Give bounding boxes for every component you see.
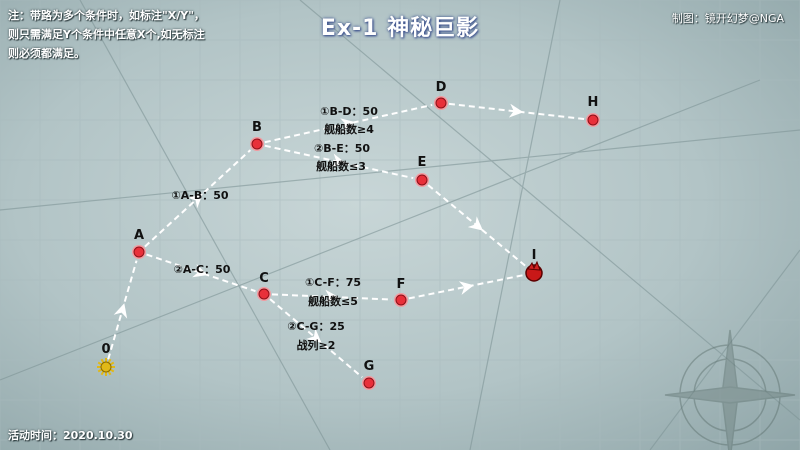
route-e-i: [427, 184, 528, 269]
node-g[interactable]: G: [362, 359, 376, 390]
node-marker: [258, 288, 270, 300]
note-line: 则只需满足Y个条件中任意X个,如无标注: [8, 28, 205, 41]
route-condition-a-b: ①A-B：50: [171, 189, 228, 202]
node-label: D: [436, 80, 447, 95]
route-a-b: [144, 149, 252, 248]
node-label: E: [418, 155, 427, 170]
route-b-d: [264, 103, 433, 144]
node-label: H: [588, 95, 599, 110]
node-marker: [435, 97, 447, 109]
route-d-h: [448, 102, 585, 120]
node-marker: [416, 174, 428, 186]
node-c[interactable]: C: [257, 271, 271, 301]
route-condition-b-d: 舰船数≥4: [324, 122, 374, 136]
node-a[interactable]: A: [132, 228, 146, 259]
route-condition-a-c: ②A-C：50: [174, 263, 231, 276]
node-label: A: [134, 228, 144, 243]
route-condition-c-g: 战列≥2: [297, 338, 336, 352]
node-marker: [395, 294, 407, 306]
note-line: 则必须都满足。: [8, 47, 85, 60]
compass-rose-icon: [664, 329, 796, 450]
node-b[interactable]: B: [250, 120, 264, 151]
route-condition-b-d: ①B-D：50: [320, 105, 378, 118]
start-node[interactable]: 0: [97, 342, 115, 376]
route-c-g: [269, 298, 363, 378]
node-d[interactable]: D: [434, 80, 448, 110]
start-icon: [100, 361, 112, 373]
node-label: 0: [101, 342, 110, 357]
boss-flame-icon: [527, 260, 541, 271]
route-rule-note: 注：带路为多个条件时，如标注"X/Y"， 则只需满足Y个条件中任意X个,如无标注…: [8, 6, 238, 63]
route-condition-c-f: 舰船数≤5: [308, 294, 358, 308]
route-condition-c-g: ②C-G：25: [287, 320, 345, 333]
node-e[interactable]: E: [415, 155, 429, 187]
node-label: B: [252, 120, 262, 135]
node-label: F: [397, 277, 406, 292]
route-f-i: [408, 273, 526, 300]
route-condition-b-e: 舰船数≤3: [316, 159, 366, 173]
node-label: C: [259, 271, 269, 286]
boss-node[interactable]: I: [525, 248, 543, 282]
node-marker: [587, 114, 599, 126]
node-label: G: [364, 359, 375, 374]
node-f[interactable]: F: [394, 277, 408, 307]
event-date: 活动时间：2020.10.30: [8, 429, 133, 442]
node-h[interactable]: H: [586, 95, 600, 127]
note-line: 注：带路为多个条件时，如标注"X/Y"，: [8, 9, 205, 22]
route-condition-b-e: ②B-E：50: [314, 142, 370, 155]
route-condition-c-f: ①C-F：75: [305, 276, 361, 289]
route-c-f: [271, 289, 393, 304]
route-a-c: [146, 253, 256, 293]
node-marker: [251, 138, 263, 150]
map-credit: 制图：镜开幻梦@NGA: [671, 12, 784, 25]
route-b-e: [264, 144, 414, 180]
node-label: I: [532, 248, 537, 263]
node-marker: [363, 377, 375, 389]
map-title: Ex-1 神秘巨影: [320, 16, 480, 41]
route-0-a: [107, 260, 138, 360]
node-marker: [133, 246, 145, 258]
